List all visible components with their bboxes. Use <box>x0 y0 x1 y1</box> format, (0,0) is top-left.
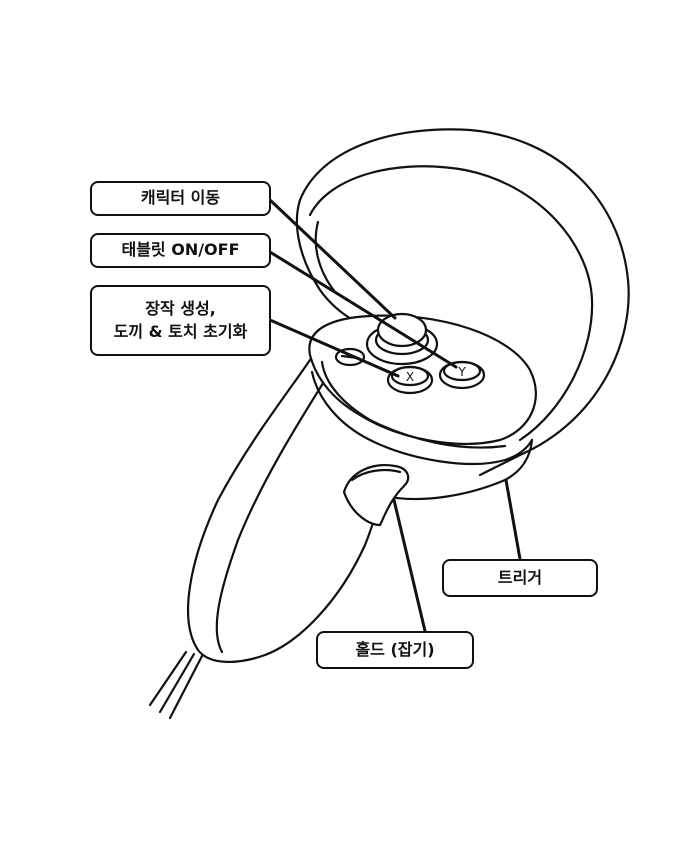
y-button[interactable] <box>438 360 486 390</box>
y-button-letter: Y <box>457 365 466 379</box>
tracking-ring-outer <box>298 128 630 477</box>
label-trigger-text: 트리거 <box>497 567 543 587</box>
x-button[interactable] <box>386 365 434 395</box>
label-hold: 홀드 (잡기) <box>316 631 474 669</box>
thumbstick[interactable] <box>365 312 439 366</box>
label-tablet-toggle: 태블릿 ON/OFF <box>90 233 271 268</box>
label-hold-text: 홀드 (잡기) <box>355 639 435 659</box>
label-character-move-text: 캐릭터 이동 <box>140 188 221 208</box>
grip-button[interactable] <box>342 464 410 527</box>
x-button-letter: X <box>406 370 414 384</box>
label-equip-line2: 도끼 & 토치 초기화 <box>113 321 248 341</box>
grip-inner-edge <box>215 370 332 654</box>
controller-cable <box>148 650 204 720</box>
label-character-move: 캐릭터 이동 <box>90 181 271 216</box>
label-equip-reset: 장작 생성, 도끼 & 토치 초기화 <box>90 285 271 356</box>
leader-lines <box>268 198 522 633</box>
tracking-ring-inner <box>308 165 594 442</box>
label-trigger: 트리거 <box>442 559 598 597</box>
label-equip-line1: 장작 생성, <box>145 299 216 319</box>
controller-grip <box>187 355 384 663</box>
label-tablet-toggle-text: 태블릿 ON/OFF <box>121 240 240 260</box>
